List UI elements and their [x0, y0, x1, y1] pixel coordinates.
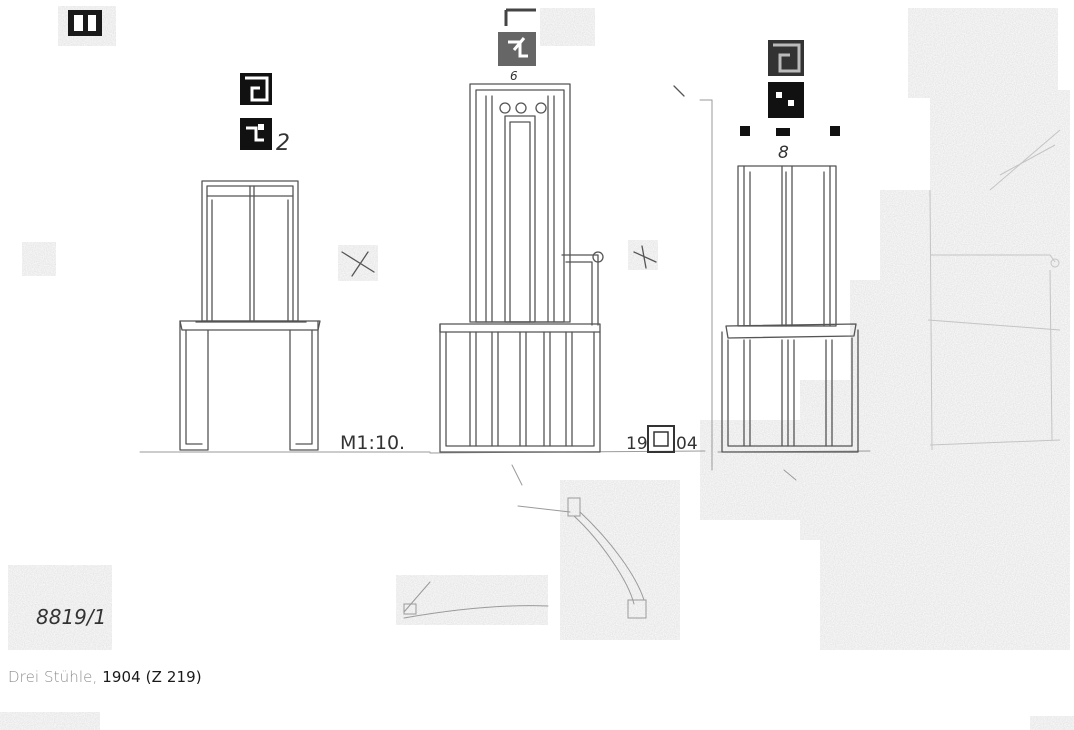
faint-sketch-chair [927, 129, 1061, 451]
stamp-top-left [68, 10, 102, 36]
inventory-number: 8819/1 [36, 605, 106, 629]
stamp-number-chair3: 8 [778, 143, 789, 163]
stamp-chair3-top [740, 40, 840, 136]
stamp-number-chair2: 6 [510, 69, 518, 83]
year-left: 19 [626, 434, 648, 454]
caption-title: Drei Stühle, [8, 668, 98, 686]
stamp-chair1-square [240, 73, 272, 105]
stamp-chair2-top [498, 8, 536, 66]
chair-center [439, 83, 604, 453]
stamp-number-chair1: 2 [276, 131, 290, 156]
figure-caption: Drei Stühle, 1904 (Z 219) [8, 668, 202, 686]
detail-sketch-horizontal [403, 581, 549, 619]
year-mark [647, 425, 675, 453]
cross-marks [341, 85, 685, 277]
stamps [68, 8, 840, 150]
caption-year-ref: 1904 (Z 219) [102, 668, 202, 686]
chair-left [179, 180, 321, 451]
year-right: 04 [676, 434, 698, 454]
chair-right [721, 165, 859, 453]
scale-note: M1:10. [340, 432, 405, 454]
detail-sketch-diagonal [517, 497, 647, 619]
paper-smudges [0, 6, 1074, 730]
stamp-chair1-mark [240, 118, 272, 150]
